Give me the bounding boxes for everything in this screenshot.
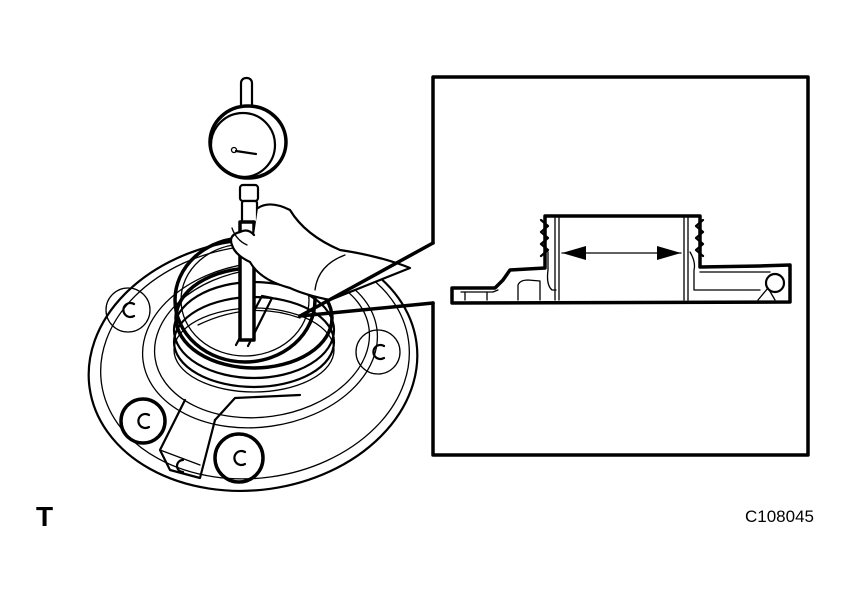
hand bbox=[229, 203, 412, 302]
cross-section bbox=[450, 214, 792, 305]
bolt-hole-front bbox=[213, 432, 265, 484]
view-label: T bbox=[36, 501, 54, 532]
bolt-hole-right bbox=[355, 329, 401, 375]
inset-detail-box bbox=[431, 75, 810, 457]
small-hole-front bbox=[175, 458, 185, 474]
callout-lines bbox=[298, 241, 435, 318]
figure-code: C108045 bbox=[745, 507, 815, 526]
bolt-hole-front-left bbox=[119, 397, 167, 445]
bolt-hole-left bbox=[105, 287, 151, 333]
measurement-arrow bbox=[561, 246, 682, 260]
